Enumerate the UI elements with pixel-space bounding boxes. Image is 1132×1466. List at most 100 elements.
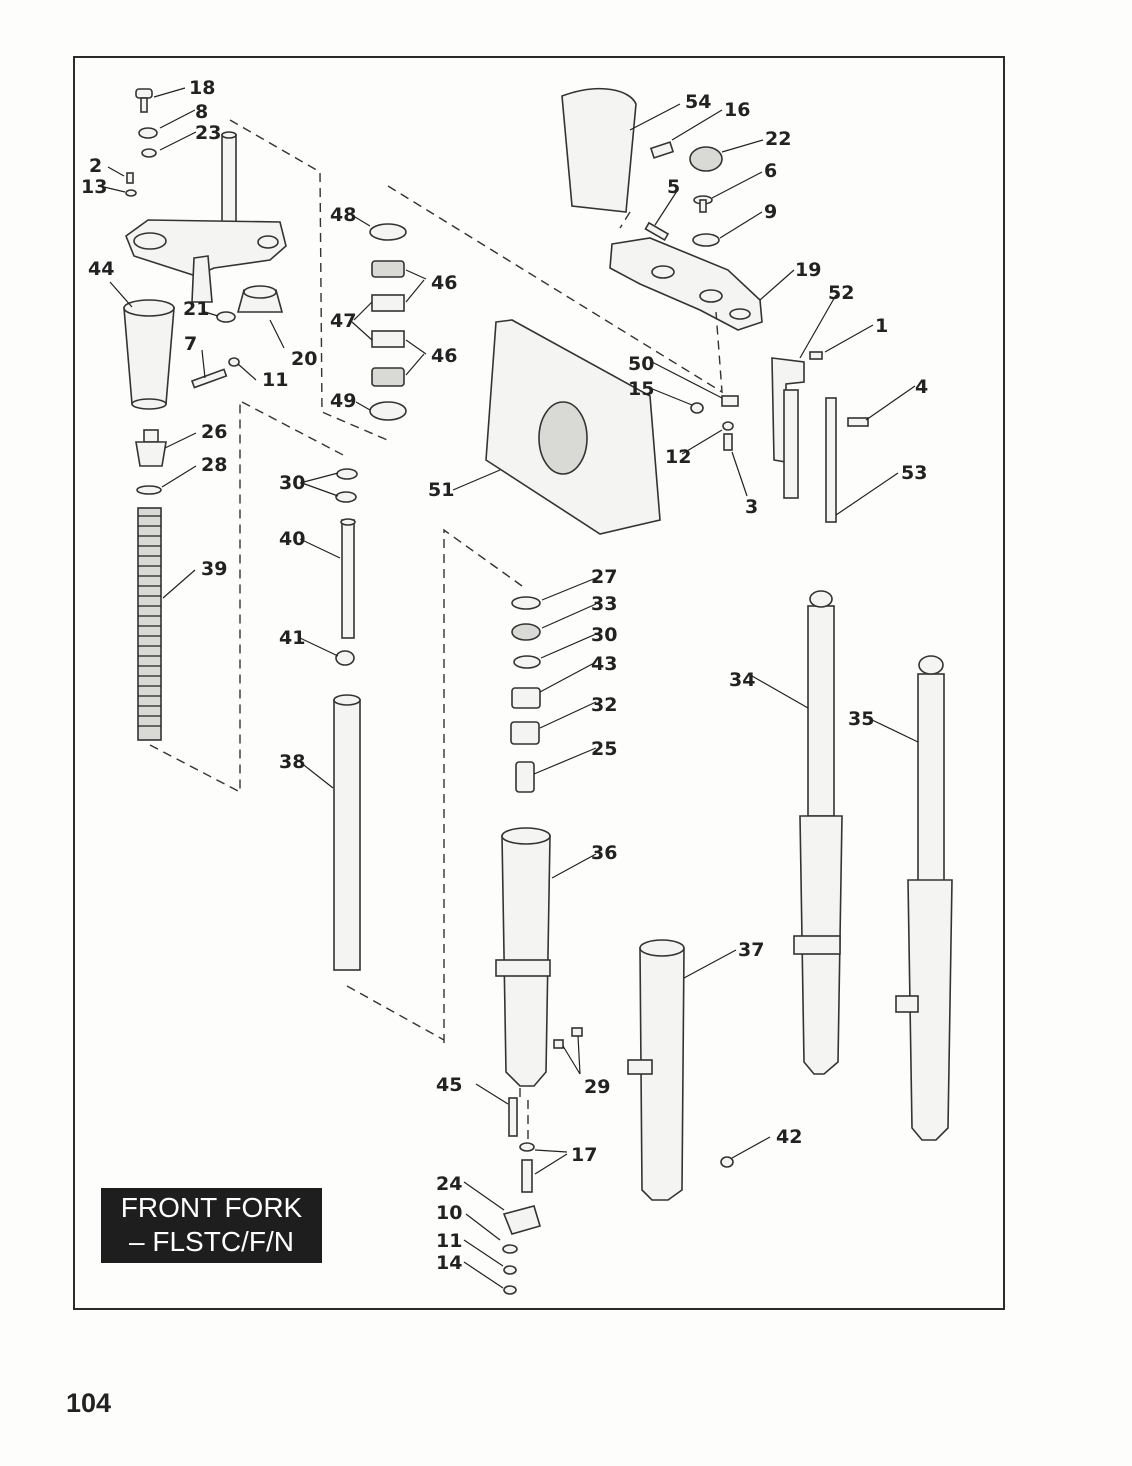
callout-2: 2 — [89, 155, 102, 177]
callout-7: 7 — [184, 333, 197, 355]
fork-assembly-35 — [895, 655, 953, 1141]
callout-15: 15 — [628, 378, 654, 400]
callout-41: 41 — [279, 627, 305, 649]
seal-49 — [369, 401, 407, 421]
callout-13: 13 — [81, 176, 107, 198]
assembly-line-3 — [241, 401, 346, 457]
fork-cap-26 — [135, 429, 167, 467]
assembly-line-5 — [619, 211, 631, 229]
diagram-frame — [73, 56, 1005, 1310]
callout-19: 19 — [795, 259, 821, 281]
callout-29: 29 — [584, 1076, 610, 1098]
fork-cap-20 — [236, 285, 284, 313]
clip-50 — [721, 395, 739, 407]
slider-cover-44 — [123, 299, 175, 410]
callout-24: 24 — [436, 1173, 462, 1195]
o-ring-28 — [136, 485, 162, 495]
screw-6 — [693, 195, 713, 213]
callout-43: 43 — [591, 653, 617, 675]
callout-38: 38 — [279, 751, 305, 773]
callout-45: 45 — [436, 1074, 462, 1096]
callout-32: 32 — [591, 694, 617, 716]
callout-36: 36 — [591, 842, 617, 864]
washer-48 — [369, 223, 407, 241]
assembly-line-2 — [149, 400, 241, 794]
callout-8: 8 — [195, 101, 208, 123]
fork-tube-38 — [333, 694, 361, 971]
nut-14 — [503, 1285, 517, 1295]
bolt-17 — [521, 1159, 533, 1193]
callout-10: 10 — [436, 1202, 462, 1224]
callout-47: 47 — [330, 310, 356, 332]
damper-tube-40 — [340, 518, 356, 639]
callout-23: 23 — [195, 122, 221, 144]
bushing-27 — [511, 596, 541, 610]
callout-26: 26 — [201, 421, 227, 443]
fork-spring-39 — [137, 507, 162, 741]
callout-35: 35 — [848, 708, 874, 730]
callout-3: 3 — [745, 496, 758, 518]
leader-lines — [103, 87, 919, 1289]
callout-17: 17 — [571, 1144, 597, 1166]
callout-46-upper: 46 — [431, 272, 457, 294]
screw-5 — [644, 221, 670, 242]
callout-18: 18 — [189, 77, 215, 99]
callout-22: 22 — [765, 128, 791, 150]
assembly-line-6 — [443, 528, 523, 1048]
callout-30-lower: 30 — [591, 624, 617, 646]
slider-36 — [495, 827, 551, 1087]
washer-23 — [141, 148, 157, 158]
callout-37: 37 — [738, 939, 764, 961]
spring-41 — [335, 650, 355, 666]
callout-20: 20 — [291, 348, 317, 370]
diagram-title-line2: – FLSTC/F/N — [129, 1226, 294, 1257]
callout-54: 54 — [685, 91, 711, 113]
washer-10 — [502, 1244, 518, 1254]
callout-46-lower: 46 — [431, 345, 457, 367]
callout-16: 16 — [724, 99, 750, 121]
callout-53: 53 — [901, 462, 927, 484]
screw-4 — [847, 417, 869, 427]
bushing-32 — [510, 721, 540, 745]
callout-1: 1 — [875, 315, 888, 337]
callout-6: 6 — [764, 160, 777, 182]
upper-bracket-19 — [609, 237, 763, 331]
cap-22 — [689, 146, 723, 172]
washer-11-lower — [503, 1265, 517, 1275]
callout-11-upper: 11 — [262, 369, 288, 391]
callout-28: 28 — [201, 454, 227, 476]
screws-29 — [553, 1027, 583, 1049]
callout-27: 27 — [591, 566, 617, 588]
washer-12 — [722, 421, 734, 431]
slider-37 — [627, 939, 685, 1201]
screw-1 — [809, 351, 823, 360]
callout-34: 34 — [729, 669, 755, 691]
strips-53 — [783, 389, 837, 523]
retaining-rings-30 — [335, 468, 358, 503]
callout-33: 33 — [591, 593, 617, 615]
callout-9: 9 — [764, 201, 777, 223]
callout-39: 39 — [201, 558, 227, 580]
nut-15 — [690, 402, 704, 414]
callout-12: 12 — [665, 446, 691, 468]
assembly-line-1 — [229, 119, 393, 443]
callout-50: 50 — [628, 353, 654, 375]
page-number: 104 — [66, 1388, 112, 1418]
washer-13 — [125, 189, 137, 197]
lock-25 — [515, 761, 535, 793]
assembly-line-7 — [346, 985, 445, 1041]
seal-33 — [511, 623, 541, 641]
screw-3 — [723, 433, 733, 451]
screw-2 — [126, 172, 134, 184]
ring-30-lower — [513, 655, 541, 669]
callout-44: 44 — [88, 258, 114, 280]
callout-5: 5 — [667, 176, 680, 198]
washer-8 — [138, 127, 158, 139]
callout-25: 25 — [591, 738, 617, 760]
washer-9 — [692, 233, 720, 247]
callout-42: 42 — [776, 1126, 802, 1148]
callout-30-upper: 30 — [279, 472, 305, 494]
race-47-upper — [371, 294, 405, 312]
